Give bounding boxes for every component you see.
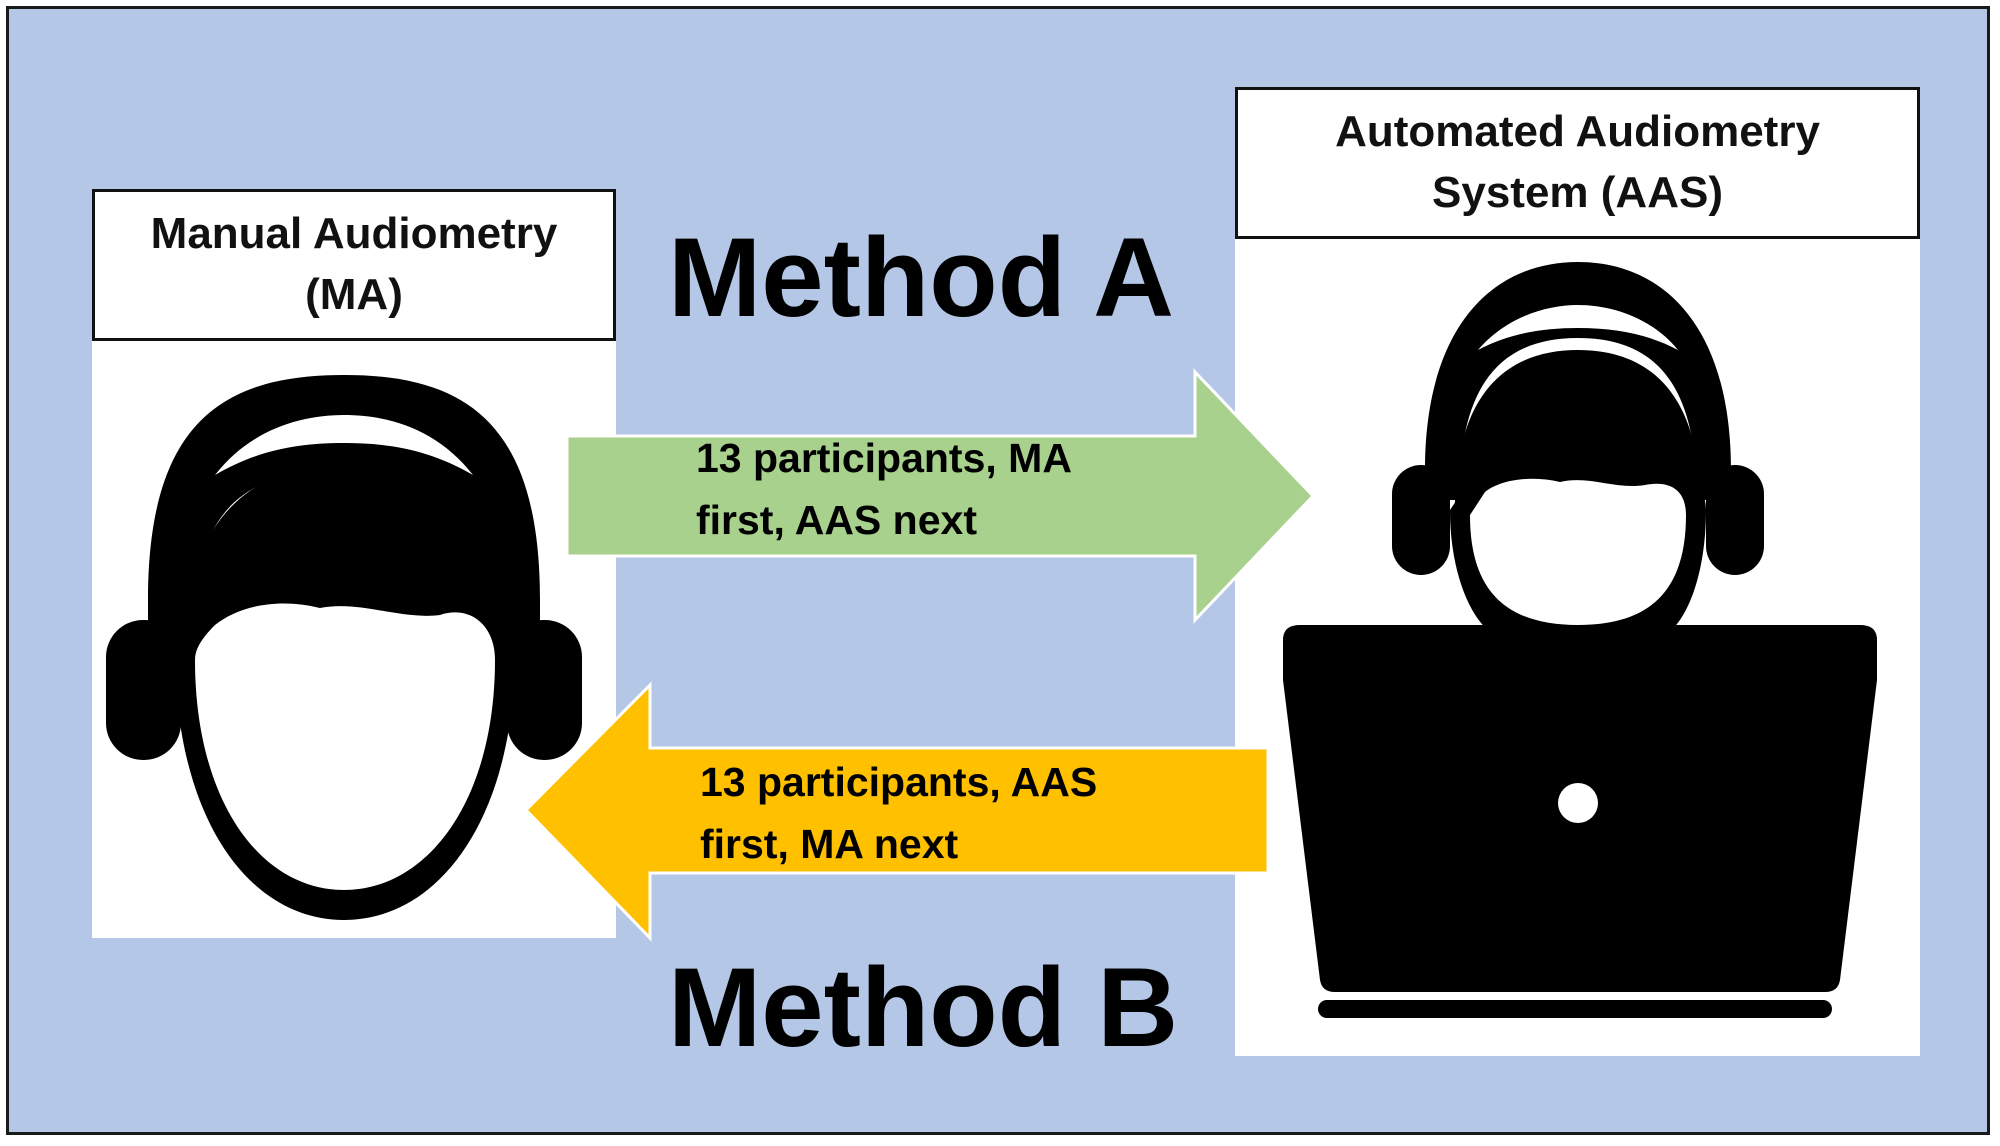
method-b-arrow-text: 13 participants, AAS first, MA next xyxy=(700,759,1098,867)
method-a-arrow xyxy=(565,368,1316,624)
method-b-label: Method B xyxy=(668,945,1179,1070)
aas-panel-title: Automated Audiometry System (AAS) xyxy=(1235,87,1920,239)
ma-panel-title: Manual Audiometry (MA) xyxy=(92,189,616,341)
method-a-label: Method A xyxy=(668,215,1174,340)
person-with-headphones-icon xyxy=(106,375,582,920)
person-with-headphones-at-laptop-icon xyxy=(1283,262,1877,1018)
method-a-arrow-text: 13 participants, MA first, AAS next xyxy=(696,435,1072,543)
method-b-arrow xyxy=(523,681,1270,942)
